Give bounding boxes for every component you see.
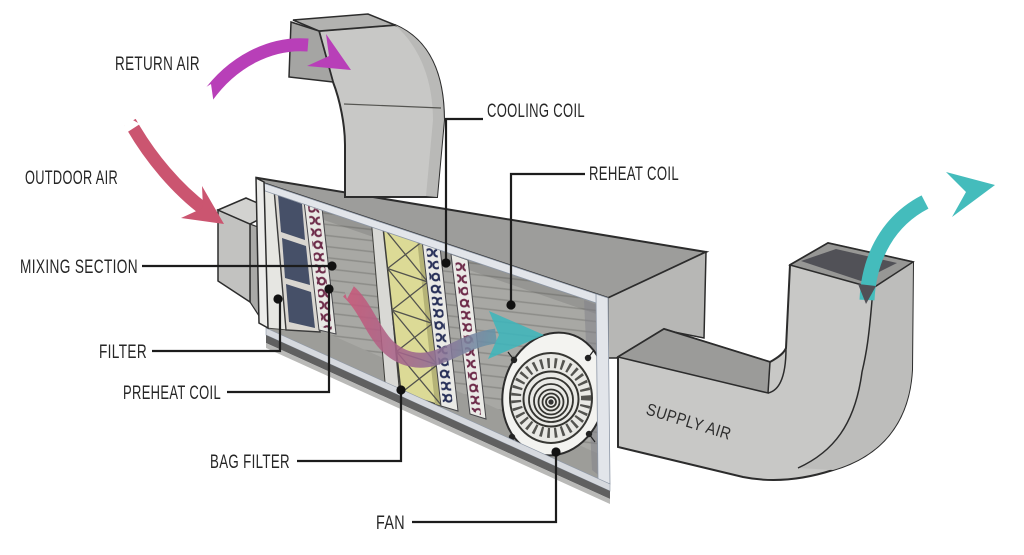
cooling-coil-label: COOLING COIL [487, 101, 585, 122]
supply-air-duct: SUPPLY AIR [616, 241, 915, 481]
bag-filter-label: BAG FILTER [210, 452, 290, 473]
fan-dot [551, 447, 561, 457]
return-air-duct [288, 13, 446, 198]
mixing-section-label: MIXING SECTION [20, 257, 138, 278]
casing-frame-rails [255, 176, 611, 504]
filter-dot [273, 294, 283, 304]
outdoor-air-arrow [122, 114, 224, 224]
fan-label: FAN [376, 513, 405, 534]
reheat-coil-dot [506, 300, 516, 310]
labels: RETURN AIR OUTDOOR AIR MIXING SECTION FI… [20, 54, 679, 534]
preheat-coil-dot [324, 284, 334, 294]
outdoor-air-label: OUTDOOR AIR [25, 168, 118, 189]
fan-bolts [505, 349, 596, 446]
return-air-arrow [198, 34, 351, 105]
cooling-coil-dot [441, 258, 451, 268]
bag-filter-dot [396, 385, 406, 395]
filter-panels [273, 187, 321, 333]
supply-air-arrow [858, 172, 995, 304]
preheat-coil-label: PREHEAT COIL [123, 383, 221, 404]
leader-dots [273, 258, 561, 457]
mixing-section-dot [327, 261, 337, 271]
reheat-coil-label: REHEAT COIL [589, 164, 679, 185]
fan-grille-fins [511, 358, 591, 438]
filter-label: FILTER [99, 342, 147, 363]
internal-airflow-arrow [342, 283, 544, 368]
return-air-label: RETURN AIR [115, 54, 200, 75]
leader-lines [142, 117, 585, 524]
fan-blower [501, 331, 607, 457]
